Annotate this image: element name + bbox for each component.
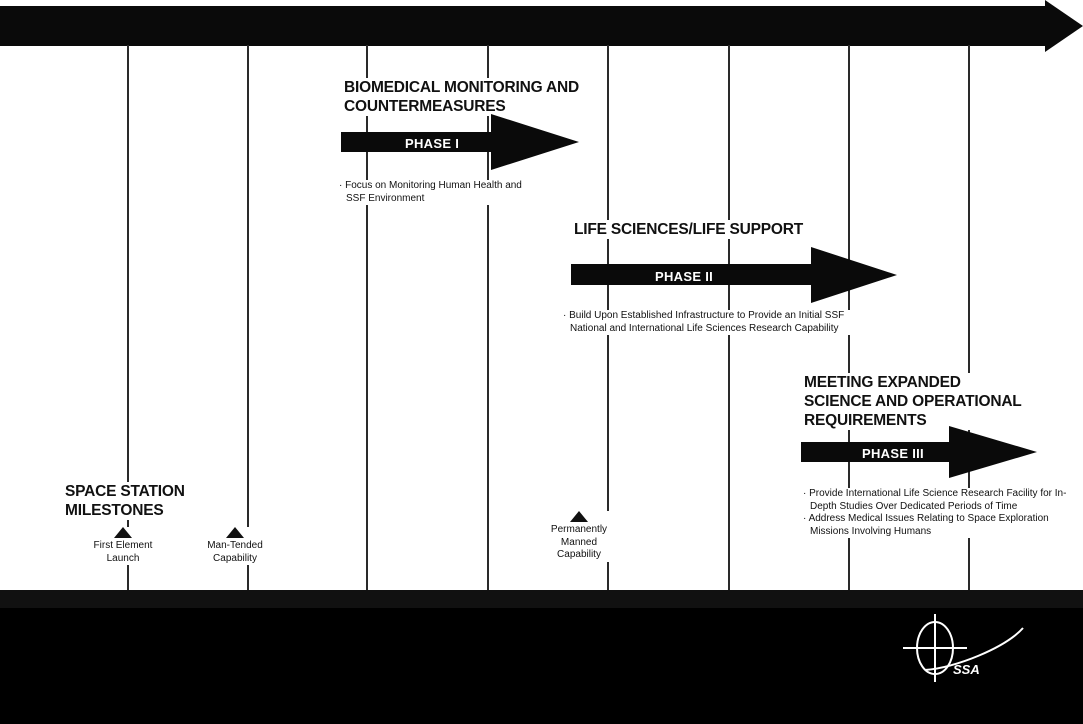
phase-1-bullets: Focus on Monitoring Human Health and SSF… <box>339 180 529 205</box>
phase-3-heading-line: MEETING EXPANDED <box>801 373 1025 392</box>
phase-1-heading-line: BIOMEDICAL MONITORING AND <box>341 78 582 97</box>
bullet-item: Address Medical Issues Relating to Space… <box>803 513 1068 538</box>
milestone-label-line: Manned <box>560 536 598 548</box>
footer-strip <box>0 590 1083 608</box>
ssa-logo-text: SSA <box>953 662 980 677</box>
bullet-item: Build Upon Established Infrastructure to… <box>563 310 883 335</box>
milestone-permanently-manned-capability: Permanently Manned Capability <box>522 511 636 562</box>
bullet-item: Focus on Monitoring Human Health and SSF… <box>339 180 529 205</box>
milestone-man-tended-capability: Man-Tended Capability <box>178 527 292 565</box>
milestones-heading: SPACE STATION MILESTONES <box>62 482 188 520</box>
timeline-gridline <box>968 45 970 590</box>
milestone-label-line: Capability <box>213 552 257 564</box>
phase-3-heading-line: REQUIREMENTS <box>801 411 1025 430</box>
milestones-heading-line: SPACE STATION <box>62 482 188 501</box>
phase-2-label: PHASE II <box>655 269 714 284</box>
milestone-label-line: Permanently <box>550 524 608 535</box>
timeline-arrow <box>0 0 1083 52</box>
phase-2-arrow <box>571 247 897 303</box>
phase-3-heading-line: SCIENCE AND OPERATIONAL <box>801 392 1025 411</box>
bullet-item: Provide International Life Science Resea… <box>803 488 1068 513</box>
phase-3-bullets: Provide International Life Science Resea… <box>803 488 1068 538</box>
phase-1-heading-line: COUNTERMEASURES <box>341 97 582 116</box>
phase-3-arrow <box>801 426 1037 478</box>
milestone-triangle-icon <box>226 527 244 538</box>
milestone-triangle-icon <box>570 511 588 522</box>
milestone-label-line: Launch <box>106 552 140 564</box>
phase-1-heading: BIOMEDICAL MONITORING AND COUNTERMEASURE… <box>341 78 582 116</box>
milestone-first-element-launch: First Element Launch <box>66 527 180 565</box>
timeline-gridline <box>366 45 368 590</box>
milestone-label-line: Man-Tended <box>207 540 263 551</box>
phase-2-heading: LIFE SCIENCES/LIFE SUPPORT <box>571 220 807 239</box>
phase-3-label: PHASE III <box>862 446 924 461</box>
phase-1-label: PHASE I <box>405 136 460 151</box>
phase-3-heading: MEETING EXPANDED SCIENCE AND OPERATIONAL… <box>801 373 1025 430</box>
phase-1-arrow <box>341 114 579 170</box>
milestones-heading-line: MILESTONES <box>62 501 188 520</box>
ssa-logo: SSA <box>903 614 1024 682</box>
timeline-gridline <box>127 45 129 590</box>
timeline-gridline <box>487 45 489 590</box>
milestone-label-line: First Element <box>93 540 153 551</box>
milestone-triangle-icon <box>114 527 132 538</box>
phase-2-bullets: Build Upon Established Infrastructure to… <box>563 310 883 335</box>
footer-band <box>0 590 1083 724</box>
timeline-gridline <box>247 45 249 590</box>
milestone-label-line: Capability <box>557 549 601 560</box>
phase-2-heading-line: LIFE SCIENCES/LIFE SUPPORT <box>571 220 807 239</box>
